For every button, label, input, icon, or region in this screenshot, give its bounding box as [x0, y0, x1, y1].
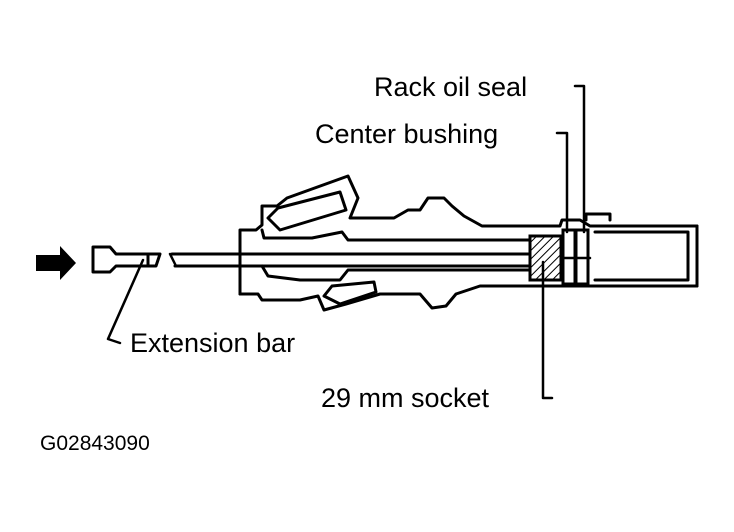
label-extension-bar: Extension bar — [130, 328, 295, 358]
push-arrow-icon — [36, 246, 76, 280]
rack-housing — [238, 174, 699, 312]
extension-bar — [91, 245, 531, 274]
label-socket: 29 mm socket — [321, 383, 490, 413]
figure-id: G02843090 — [40, 432, 150, 455]
leader-lines — [106, 84, 586, 400]
label-rack-oil-seal: Rack oil seal — [374, 72, 527, 102]
label-center-bushing: Center bushing — [315, 119, 498, 149]
socket-29mm — [528, 234, 563, 282]
